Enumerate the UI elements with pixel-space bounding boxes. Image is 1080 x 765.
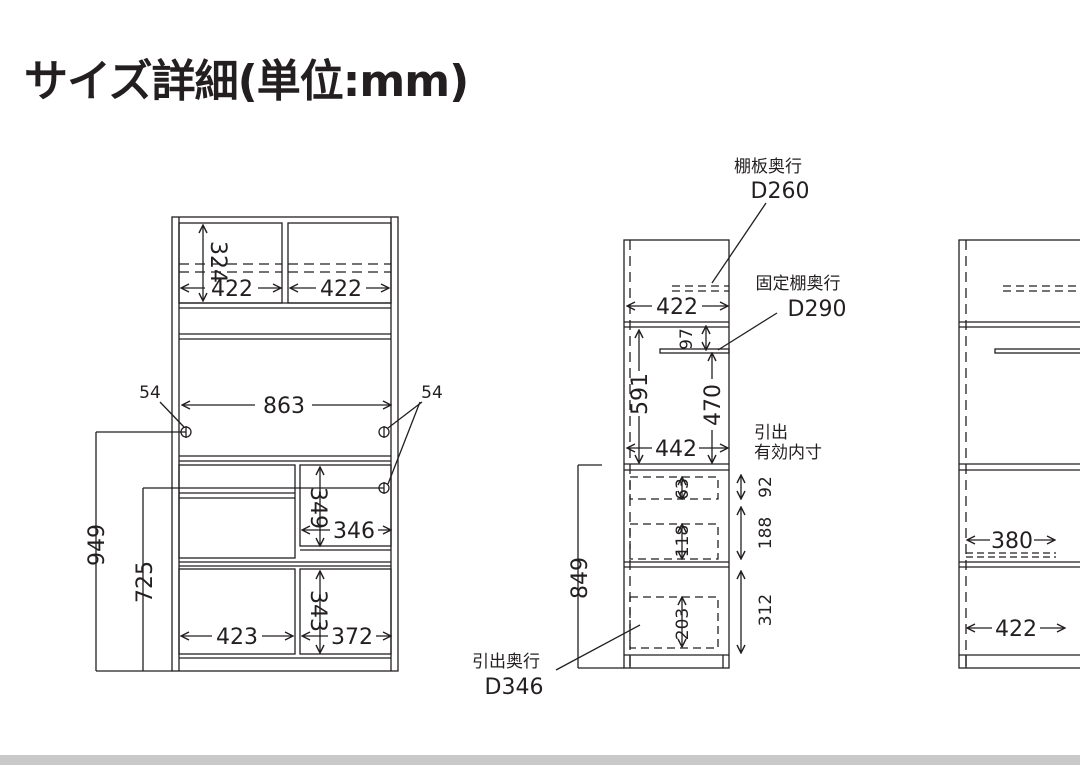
side-gap-97-label: 97: [677, 328, 697, 350]
drawer3-inner: [629, 596, 719, 649]
front-lower-right-drawer: [299, 464, 392, 547]
drawer-effective-line1: 引出: [754, 423, 788, 443]
outlet-right-label: 54: [421, 383, 443, 403]
front-drawer-height-label: 349: [305, 487, 330, 529]
drawer1-inner-label: 63: [673, 478, 693, 500]
side-labels: 棚板奥行 D260 固定棚奥行 D290 422 97 591 470 442 …: [472, 157, 846, 700]
right-cabinet-outline: [958, 239, 1080, 669]
drawer3-inner-label: 203: [673, 608, 693, 640]
bottom-divider: [0, 755, 1080, 765]
front-lower-left-width-label: 423: [216, 625, 258, 650]
page-title: サイズ詳細(単位:mm): [24, 56, 469, 107]
front-labels: 324 422 422 863 54 54 949 725 349 346 34…: [85, 241, 443, 650]
drawer1-inner: [629, 476, 719, 500]
drawer3-outer-label: 312: [756, 594, 776, 626]
fixed-shelf: [659, 348, 730, 354]
height-725-label: 725: [133, 561, 158, 603]
front-view: [95, 216, 423, 672]
outlet-left-label: 54: [139, 383, 161, 403]
drawer1-outer-label: 92: [756, 476, 776, 498]
side-cabinet-outline: [623, 239, 730, 669]
right-fixed-shelf: [994, 348, 1080, 354]
side-upper-depth-label: 422: [656, 295, 698, 320]
right-labels: 380 422: [991, 529, 1037, 642]
right-side-view: [958, 239, 1080, 669]
front-upper-right-width-label: 422: [320, 277, 362, 302]
side-view: [555, 202, 778, 671]
drawer2-outer-label: 188: [756, 517, 776, 549]
shelf-depth-value: D260: [751, 179, 810, 204]
side-middle-depth-label: 442: [655, 437, 697, 462]
side-height-470-label: 470: [701, 384, 726, 426]
front-inner-width-label: 863: [263, 394, 305, 419]
drawer-depth-label: 引出奥行: [472, 652, 540, 672]
height-949-label: 949: [85, 524, 110, 566]
right-slide-depth-label: 380: [991, 529, 1033, 554]
drawer2-inner: [629, 523, 719, 560]
fixed-shelf-depth-label: 固定棚奥行: [756, 274, 841, 294]
front-lower-right-cabinet: [299, 568, 392, 655]
front-cabinet-outline: [171, 216, 399, 672]
front-upper-height-label: 324: [205, 241, 230, 283]
right-bottom-depth-label: 422: [995, 617, 1037, 642]
side-height-591-label: 591: [628, 373, 653, 415]
front-upper-left-width-label: 422: [211, 277, 253, 302]
drawer-effective-line2: 有効内寸: [754, 443, 822, 463]
front-drawer-width-label: 346: [333, 519, 375, 544]
front-lower-left-cabinet: [178, 568, 296, 655]
shelf-depth-label: 棚板奥行: [734, 157, 802, 177]
drawer-depth-value: D346: [485, 675, 544, 700]
drawer2-inner-label: 118: [673, 525, 693, 557]
fixed-shelf-depth-value: D290: [788, 297, 847, 322]
side-total-height-label: 849: [568, 557, 593, 599]
front-lower-right-width-label: 372: [331, 625, 373, 650]
front-lower-left-upper-drawer: [178, 464, 296, 559]
front-lower-height-label: 343: [305, 590, 330, 632]
